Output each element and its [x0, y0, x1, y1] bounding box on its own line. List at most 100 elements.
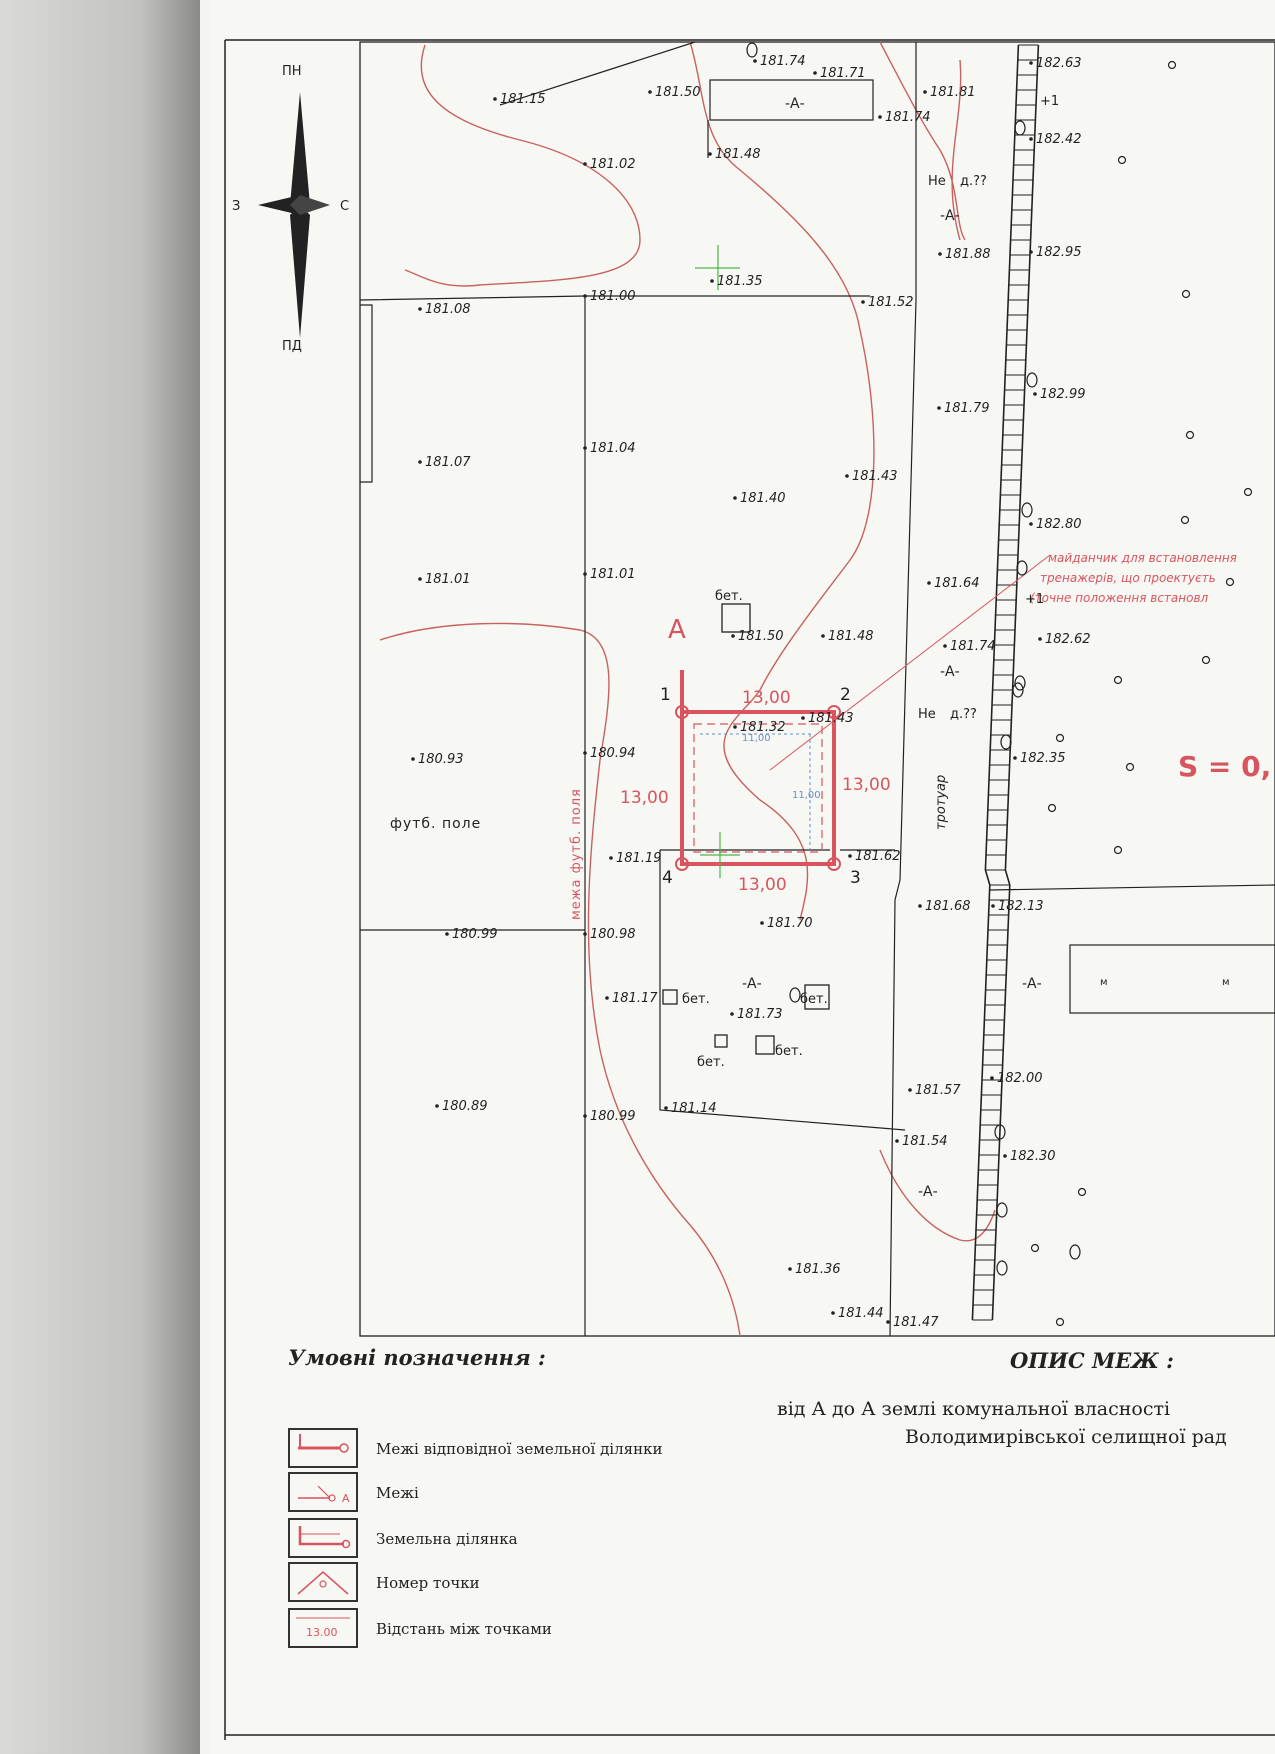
elevation-label: 181.02 [590, 157, 636, 172]
legend-item-boundary: А Межі [288, 1472, 888, 1516]
elevation-label: 182.63 [1036, 56, 1082, 71]
elevation-label: 181.19 [616, 851, 662, 866]
note-line-2: тренажерів, що проектуєть [1040, 571, 1216, 585]
elevation-marker [1029, 250, 1033, 254]
m-mark-2: м [1222, 977, 1230, 988]
asphalt-label-2: -А- [940, 208, 960, 224]
elevation-label: 181.00 [590, 289, 636, 304]
elevation-label: 182.35 [1020, 751, 1066, 766]
elevation-label: 181.32 [740, 720, 786, 735]
elevation-label: 181.08 [425, 302, 471, 317]
elevation-label: 181.44 [838, 1306, 884, 1321]
elevation-marker [445, 932, 449, 936]
elevation-marker [648, 90, 652, 94]
elevation-label: 181.79 [944, 401, 990, 416]
paper [210, 0, 1275, 1754]
point-2: 2 [840, 685, 851, 705]
point-3: 3 [850, 868, 861, 888]
ne-label-1: Не [928, 174, 946, 189]
elevation-label: 182.00 [997, 1071, 1043, 1086]
legend-sample-distance: 13.00 [306, 1626, 338, 1639]
concrete-label-1: бет. [715, 589, 743, 604]
side-top: 13,00 [742, 688, 791, 708]
elevation-marker [1029, 137, 1033, 141]
sidewalk-strip [971, 44, 1040, 1321]
elevation-label: 181.57 [915, 1083, 961, 1098]
concrete-label-3: бет. [800, 992, 828, 1007]
elevation-marker [493, 97, 497, 101]
elevation-label: 181.64 [934, 576, 980, 591]
elevation-marker [813, 71, 817, 75]
elevation-marker [895, 1139, 899, 1143]
elevation-label: 181.74 [885, 110, 931, 125]
compass-north: ПН [282, 64, 302, 79]
elevation-label: 181.74 [950, 639, 996, 654]
side-left: 13,00 [620, 788, 669, 808]
elevation-marker [583, 751, 587, 755]
concrete-label-4: бет. [697, 1055, 725, 1070]
elevation-label: 181.74 [760, 54, 806, 69]
legend-symbol-land-plot [288, 1518, 358, 1558]
inner-dim-right: 11,00 [792, 790, 821, 801]
elevation-label: 181.62 [855, 849, 901, 864]
elevation-points: 181.15 181.50 181.74 181.71 181.81 182.63 181.… [411, 54, 1091, 1330]
legend-label-parcel-boundary: Межі відповідної земельної ділянки [376, 1440, 663, 1458]
elevation-marker [990, 1076, 994, 1080]
vegetation-symbols [746, 42, 1253, 1327]
compass-east: С [340, 199, 349, 214]
elevation-marker [908, 1088, 912, 1092]
elevation-marker [861, 300, 865, 304]
elevation-label: 181.43 [852, 469, 898, 484]
parcel-area [675, 245, 1051, 878]
elevation-marker [927, 581, 931, 585]
elevation-marker [801, 716, 805, 720]
elevation-label: 180.94 [590, 746, 636, 761]
elevation-marker [418, 577, 422, 581]
elevation-label: 182.30 [1010, 1149, 1056, 1164]
compass-rose: ПН ПД З С [232, 64, 349, 354]
elevation-label: 181.01 [590, 567, 636, 582]
page-edge-shadow [0, 0, 200, 1754]
elevation-marker [1029, 522, 1033, 526]
elevation-label: 181.71 [820, 66, 866, 81]
elevation-marker [583, 572, 587, 576]
contour-lines [379, 41, 996, 1337]
legend-item-distance: 13.00 Відстань між точками [288, 1608, 888, 1652]
legend-label-land-plot: Земельна ділянка [376, 1530, 518, 1548]
elevation-marker [730, 1012, 734, 1016]
elevation-label: 181.35 [717, 274, 763, 289]
description-title: ОПИС МЕЖ : [1010, 1348, 1174, 1373]
elevation-label: 181.52 [868, 295, 914, 310]
compass-west: З [232, 199, 240, 214]
elevation-label: 180.98 [590, 927, 636, 942]
elevation-label: 181.15 [500, 92, 546, 107]
elevation-marker [710, 279, 714, 283]
elevation-label: 181.54 [902, 1134, 948, 1149]
elevation-label: 182.95 [1036, 245, 1082, 260]
elevation-label: 181.43 [808, 711, 854, 726]
elevation-marker [609, 856, 613, 860]
asphalt-label-4: -А- [742, 976, 762, 992]
elevation-label: 180.89 [442, 1099, 488, 1114]
legend-symbol-boundary: А [288, 1472, 358, 1512]
legend-symbol-parcel-boundary [288, 1428, 358, 1468]
elevation-label: 180.99 [452, 927, 498, 942]
elevation-label: 181.81 [930, 85, 976, 100]
elevation-marker [821, 634, 825, 638]
elevation-label: 181.70 [767, 916, 813, 931]
inner-dim-top: 11,00 [742, 733, 771, 744]
elevation-label: 181.14 [671, 1101, 717, 1116]
elevation-label: 181.48 [828, 629, 874, 644]
elevation-label: 180.99 [590, 1109, 636, 1124]
point-4: 4 [662, 868, 673, 888]
elevation-label: 181.50 [738, 629, 784, 644]
elevation-label: 181.36 [795, 1262, 841, 1277]
elevation-marker [583, 162, 587, 166]
asphalt-label-1: -А- [785, 96, 805, 112]
elevation-marker [923, 90, 927, 94]
elevation-marker [418, 460, 422, 464]
elevation-label: 181.07 [425, 455, 471, 470]
elevation-label: 182.62 [1045, 632, 1091, 647]
